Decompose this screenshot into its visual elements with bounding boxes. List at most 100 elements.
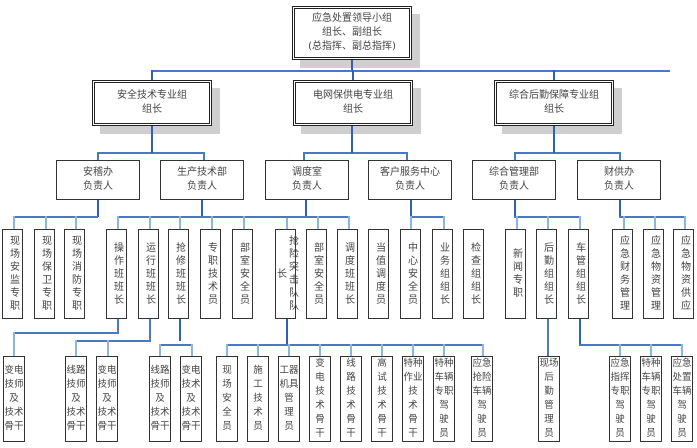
connector-line [152, 70, 670, 72]
label-row: 技 [346, 386, 356, 397]
text-line: (总指挥、副总指挥) [308, 41, 396, 52]
role-box-8-label: 部室安全员 [237, 241, 249, 307]
group-box-3-text: 综合后勤保障专业组组长 [509, 89, 599, 117]
role-box-6: 抢修班班长 [168, 229, 189, 319]
label-row: 理 [284, 407, 294, 418]
label-row: 员 [477, 428, 487, 439]
text-line: 负责人 [187, 181, 217, 192]
staff-box-4: 线路技师及技术骨干 [149, 356, 171, 442]
connector-line [410, 200, 412, 217]
department-box-5: 综合管理部负责人 [472, 160, 556, 200]
role-box-21: 应急物资供应 [673, 229, 694, 319]
role-box-16: 新闻专职 [505, 229, 526, 319]
staff-box-2-label: 线路技师及技术骨干 [66, 364, 85, 434]
label-row: 现场 [539, 358, 559, 369]
staff-box-9: 变电技术骨干 [309, 356, 331, 442]
connector-line [191, 344, 193, 356]
staff-box-3-label: 变电技师及技术骨干 [97, 364, 116, 434]
connector-line [149, 216, 151, 229]
staff-box-6: 现场安全员 [216, 356, 238, 442]
role-box-4-label: 操作班班长 [111, 241, 123, 307]
staff-box-8-label: 工器机具管理员 [279, 364, 298, 434]
label-row: 员 [439, 428, 449, 439]
staff-box-18: 应急处置车辆驾驶员 [671, 356, 693, 442]
label-row: 作业 [403, 372, 423, 383]
label-row: 驶 [677, 414, 687, 425]
connector-line [410, 216, 412, 229]
connector-line [288, 344, 290, 356]
connector-line [117, 216, 119, 229]
label-row: 特种 [403, 358, 423, 369]
connector-line [516, 216, 518, 229]
connector-line [553, 126, 555, 153]
connector-line [75, 216, 77, 229]
connector-line [619, 200, 621, 217]
role-box-1: 现场安监专职 [2, 229, 23, 319]
label-row: 路 [346, 372, 356, 383]
connector-line [579, 216, 581, 229]
connector-line [684, 216, 686, 229]
label-row: 干 [346, 428, 356, 439]
label-row: 干 [408, 428, 418, 439]
label-row: 车辆 [434, 372, 454, 383]
role-box-11: 调度班班长 [337, 229, 358, 319]
connector-line [97, 200, 99, 217]
connector-line [410, 216, 444, 218]
connector-line [75, 340, 77, 356]
connector-line [151, 126, 153, 153]
connector-line [406, 152, 408, 160]
label-row: 术 [408, 400, 418, 411]
role-box-14: 业务组组长 [432, 229, 453, 319]
role-box-11-label: 调度班班长 [342, 241, 354, 307]
staff-box-3: 变电技师及技术骨干 [96, 356, 118, 442]
connector-line [286, 319, 288, 345]
connector-line [650, 344, 652, 356]
label-row: 机具 [279, 379, 299, 390]
group-box-1-text: 安全技术专业组组长 [117, 89, 187, 117]
connector-line [13, 216, 15, 229]
connector-line [352, 70, 354, 80]
label-row: 施 [253, 365, 263, 376]
connector-line [45, 216, 47, 229]
connector-line [211, 216, 213, 229]
label-row: 及 [102, 393, 112, 404]
label-row: 工器 [279, 365, 299, 376]
label-row: 抢险 [472, 372, 492, 383]
staff-box-15-label: 现场后勤管理员 [539, 357, 558, 441]
role-box-9-label: 抢险突击队队长 [274, 235, 298, 313]
label-row: 技师 [66, 379, 86, 390]
role-box-4: 操作班班长 [106, 229, 127, 319]
label-row: 线路 [66, 365, 86, 376]
label-row: 员 [253, 421, 263, 432]
label-row: 专职 [610, 386, 630, 397]
connector-line [13, 216, 98, 218]
text-line: 综合管理部 [489, 167, 539, 178]
label-row: 骨干 [181, 421, 201, 432]
connector-line [286, 216, 288, 229]
staff-box-18-label: 应急处置车辆驾驶员 [672, 357, 691, 441]
role-box-12: 当值调度员 [368, 229, 389, 319]
role-box-15-label: 检查组组长 [468, 241, 480, 307]
label-row: 变电 [97, 365, 117, 376]
department-box-3-text: 调度室负责人 [292, 166, 322, 194]
department-box-5-text: 综合管理部负责人 [489, 166, 539, 194]
staff-box-17: 特种车辆专职驾驶员 [640, 356, 662, 442]
connector-line [243, 216, 245, 229]
label-row: 特种 [434, 358, 454, 369]
staff-box-16-label: 应急指挥专职驾驶员 [610, 357, 629, 441]
connector-line [579, 344, 683, 346]
connector-line [117, 216, 287, 218]
department-box-1: 安稽办负责人 [56, 160, 140, 200]
text-line: 负责人 [395, 181, 425, 192]
label-row: 线路 [150, 365, 170, 376]
role-box-9: 抢险突击队队长 [274, 229, 298, 319]
label-row: 技师 [97, 379, 117, 390]
label-row: 骨 [408, 414, 418, 425]
role-box-10: 部室安全员 [306, 229, 327, 319]
connector-line [317, 216, 319, 229]
connector-line [514, 152, 620, 154]
label-row: 驶 [615, 414, 625, 425]
role-box-8: 部室安全员 [232, 229, 253, 319]
staff-box-4-label: 线路技师及技术骨干 [150, 364, 169, 434]
